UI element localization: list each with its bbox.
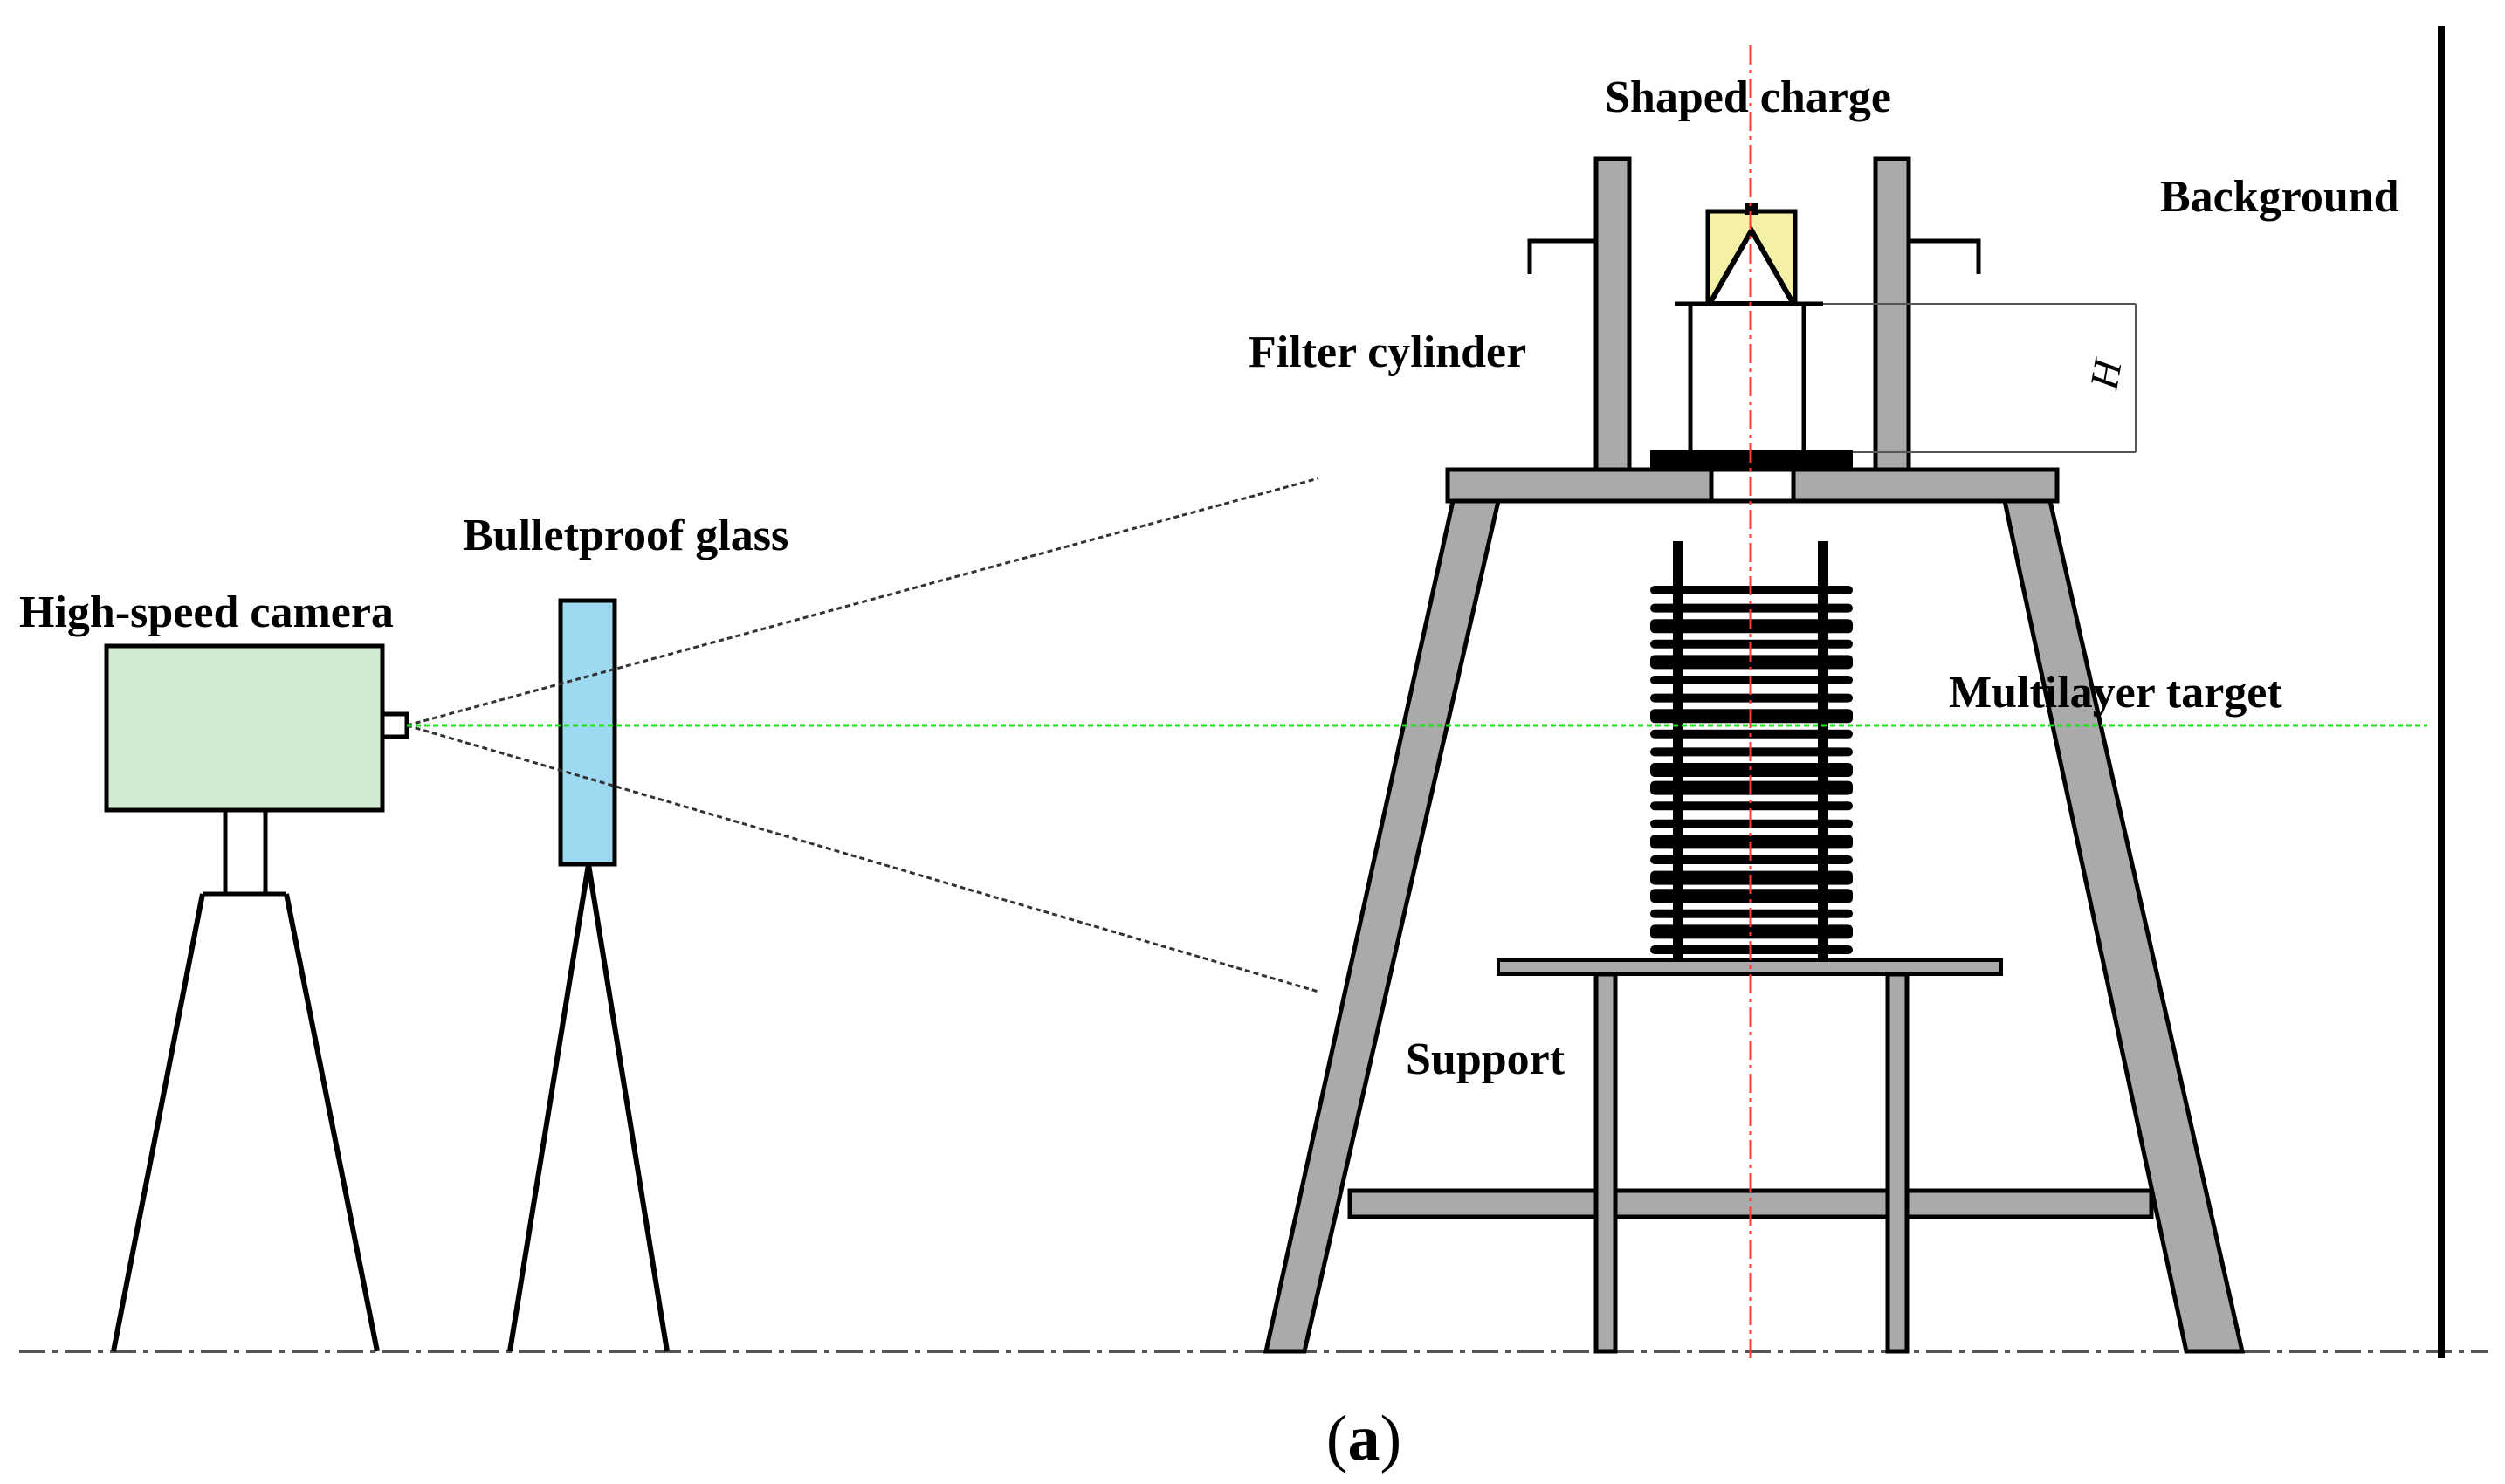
caption-close-paren: ) bbox=[1380, 1403, 1402, 1474]
glass-stand-leg-left bbox=[507, 863, 591, 1352]
camera-lens bbox=[380, 711, 409, 739]
field-of-view-upper bbox=[406, 477, 1319, 727]
glass-stand-leg-right bbox=[586, 863, 670, 1352]
figure-caption: (a) bbox=[1326, 1403, 1401, 1474]
frame-leg-right bbox=[2001, 498, 2246, 1354]
label-bulletproof-glass: Bulletproof glass bbox=[463, 511, 788, 560]
charge-detonator bbox=[1745, 203, 1758, 215]
target-plate bbox=[1650, 801, 1853, 811]
support-leg-left bbox=[1593, 972, 1618, 1354]
test-frame bbox=[1263, 467, 2246, 1354]
label-background: Background bbox=[2160, 172, 2399, 222]
target-plate bbox=[1650, 889, 1853, 903]
frame-center-hole bbox=[1709, 467, 1796, 504]
dimension-h-label: H bbox=[2081, 354, 2130, 393]
camera-tripod-leg-right bbox=[284, 893, 380, 1352]
frame-top-plate-left bbox=[1445, 467, 1714, 504]
label-high-speed-camera: High-speed camera bbox=[19, 587, 394, 637]
target-plate bbox=[1650, 924, 1853, 939]
field-of-view-lower bbox=[406, 724, 1319, 993]
label-shaped-charge: Shaped charge bbox=[1605, 72, 1891, 122]
caption-open-paren: ( bbox=[1326, 1403, 1348, 1474]
camera-tripod-leg-left bbox=[111, 893, 205, 1352]
filter-hook-left bbox=[1527, 238, 1596, 274]
filter-post-right bbox=[1873, 156, 1911, 472]
high-speed-camera bbox=[104, 643, 409, 1352]
filter-cylinder bbox=[1527, 156, 1981, 472]
target-plate bbox=[1650, 655, 1853, 670]
frame-top-plate-right bbox=[1791, 467, 2060, 504]
camera-body bbox=[104, 643, 385, 813]
target-plate bbox=[1650, 693, 1853, 703]
support bbox=[1497, 958, 2003, 1354]
glass-pane bbox=[558, 598, 617, 867]
label-filter-cylinder: Filter cylinder bbox=[1249, 327, 1526, 377]
target-plate bbox=[1650, 603, 1853, 613]
frame-leg-left bbox=[1263, 498, 1502, 1354]
bulletproof-glass bbox=[507, 598, 670, 1352]
standoff-dimension: H bbox=[1823, 303, 2137, 453]
support-leg-right bbox=[1885, 972, 1910, 1354]
label-support: Support bbox=[1406, 1034, 1566, 1084]
caption-letter: a bbox=[1348, 1403, 1380, 1474]
filter-post-left bbox=[1593, 156, 1632, 472]
filter-hook-right bbox=[1909, 238, 1981, 274]
camera-mount bbox=[223, 807, 268, 897]
label-multilayer-target: Multilayer target bbox=[1949, 668, 2282, 718]
